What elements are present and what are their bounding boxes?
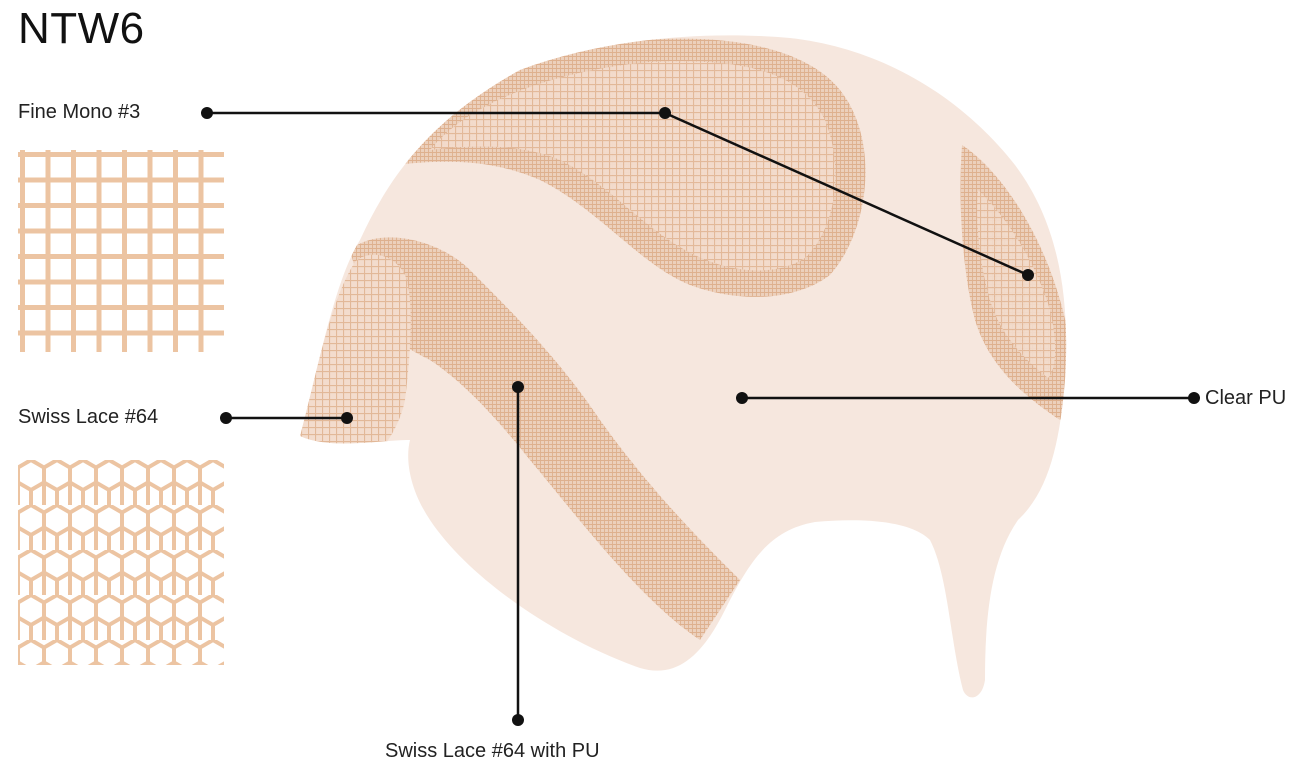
leader-fine-mono-side — [664, 111, 1029, 277]
mono-side-inner — [977, 190, 1056, 378]
leader-dot — [1188, 392, 1200, 404]
label-swiss-lace: Swiss Lace #64 — [18, 406, 159, 428]
label-swiss-lace-with-pu: Swiss Lace #64 with PU — [385, 740, 600, 762]
fine-mono-swatch — [18, 150, 224, 352]
leader-dot — [659, 107, 671, 119]
leader-dot — [220, 412, 232, 424]
cap-base-clear-pu — [300, 35, 1067, 698]
leader-dot — [1022, 269, 1034, 281]
leader-dot — [512, 381, 524, 393]
leader-dot — [736, 392, 748, 404]
swiss-lace-region — [300, 254, 411, 462]
swiss-lace-swatch — [18, 460, 224, 665]
leader-dot — [341, 412, 353, 424]
label-clear-pu: Clear PU — [1205, 387, 1287, 409]
diagram-title: NTW6 — [18, 4, 145, 53]
label-fine-mono: Fine Mono #3 — [18, 101, 141, 123]
leader-dot — [512, 714, 524, 726]
swiss-lace-pu-band — [350, 237, 740, 640]
leader-dot — [201, 107, 213, 119]
